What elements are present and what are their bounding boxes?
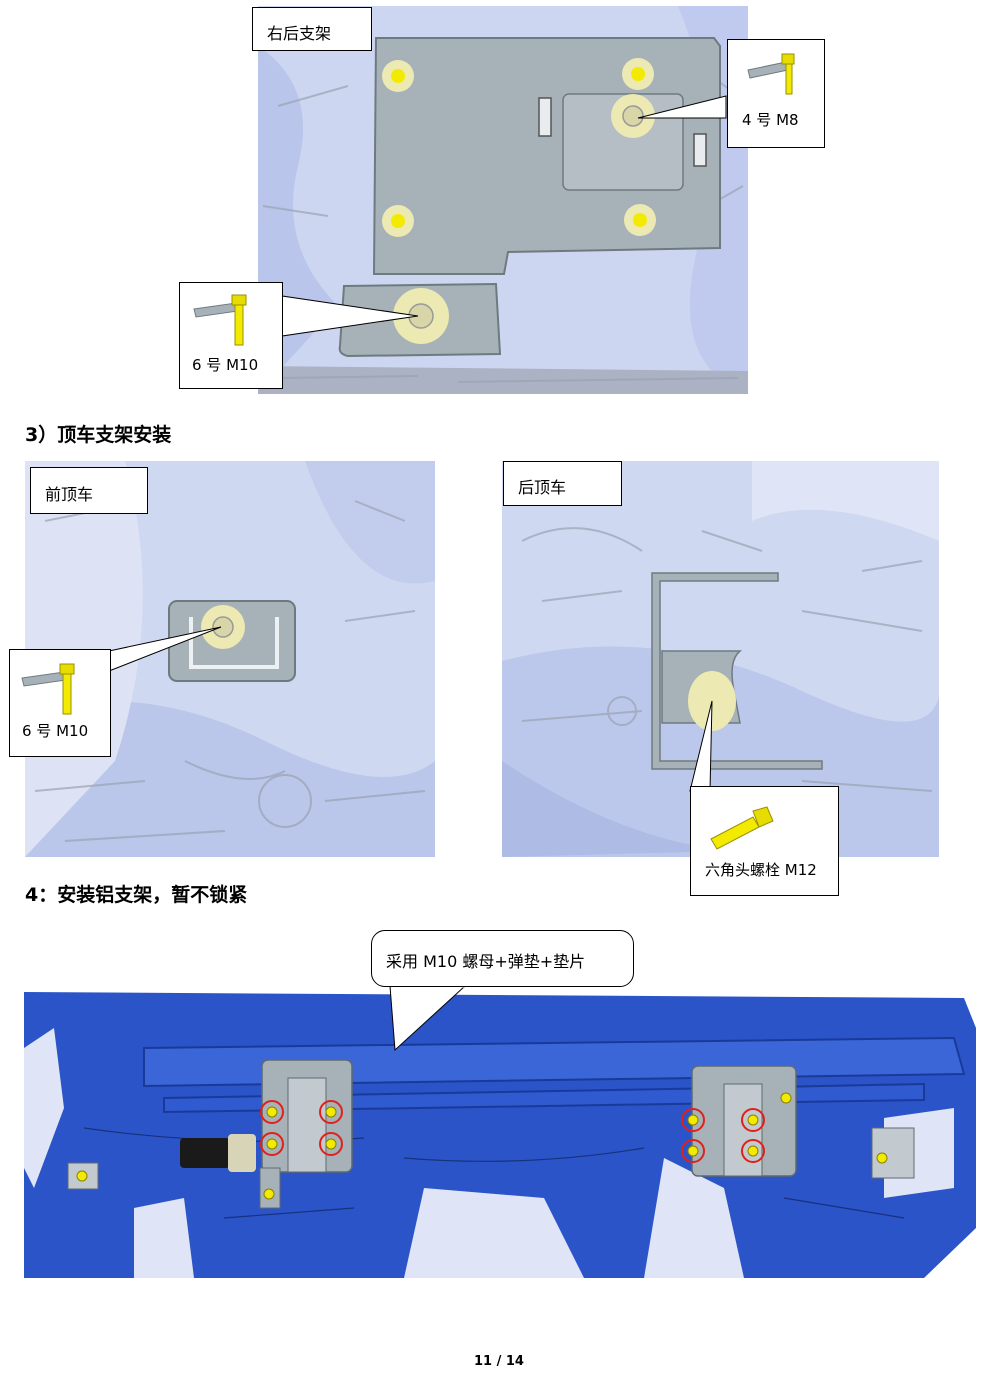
aluminum-bracket-render bbox=[24, 988, 976, 1278]
label-rear-jack: 后顶车 bbox=[503, 461, 622, 506]
figure-rear-jack bbox=[502, 461, 939, 857]
callout-rear-jack-bolt-text: 六角头螺栓 M12 bbox=[705, 861, 817, 879]
label-rear-jack-text: 后顶车 bbox=[518, 478, 567, 497]
callout-nut-washer: 采用 M10 螺母+弹垫+垫片 bbox=[371, 930, 634, 987]
callout-bolt-m10-bracket: 6 号 M10 bbox=[179, 282, 283, 389]
highlighted-bolts bbox=[76, 1092, 888, 1200]
page-number: 11 / 14 bbox=[474, 1354, 524, 1369]
callout-bolt-m10-text: 6 号 M10 bbox=[192, 356, 259, 374]
label-right-rear-bracket: 右后支架 bbox=[252, 7, 372, 51]
callout-bolt-m8-text: 4 号 M8 bbox=[742, 111, 799, 129]
bolt-icon bbox=[193, 294, 247, 346]
bolt-icon bbox=[747, 53, 795, 95]
right-rear-bracket-render bbox=[258, 6, 748, 394]
callout-rear-jack-bolt: 六角头螺栓 M12 bbox=[690, 786, 839, 896]
callout-front-jack-bolt: 6 号 M10 bbox=[9, 649, 111, 757]
figure-aluminum-bracket bbox=[24, 988, 976, 1278]
front-jack-render bbox=[25, 461, 435, 857]
bolt-icon bbox=[21, 663, 75, 715]
label-front-jack-text: 前顶车 bbox=[45, 485, 94, 504]
callout-nut-washer-text: 采用 M10 螺母+弹垫+垫片 bbox=[386, 952, 586, 971]
section-4-heading: 4：安装铝支架，暂不锁紧 bbox=[25, 884, 248, 906]
bolt-markers bbox=[382, 58, 656, 344]
section-3-heading: 3）顶车支架安装 bbox=[25, 424, 172, 446]
figure-right-rear-bracket bbox=[258, 6, 748, 394]
label-right-rear-bracket-text: 右后支架 bbox=[267, 24, 332, 43]
label-front-jack: 前顶车 bbox=[30, 467, 148, 514]
callout-front-jack-bolt-text: 6 号 M10 bbox=[22, 722, 89, 740]
hex-bolt-icon bbox=[710, 806, 774, 850]
figure-front-jack bbox=[25, 461, 435, 857]
callout-bolt-m8: 4 号 M8 bbox=[727, 39, 825, 148]
